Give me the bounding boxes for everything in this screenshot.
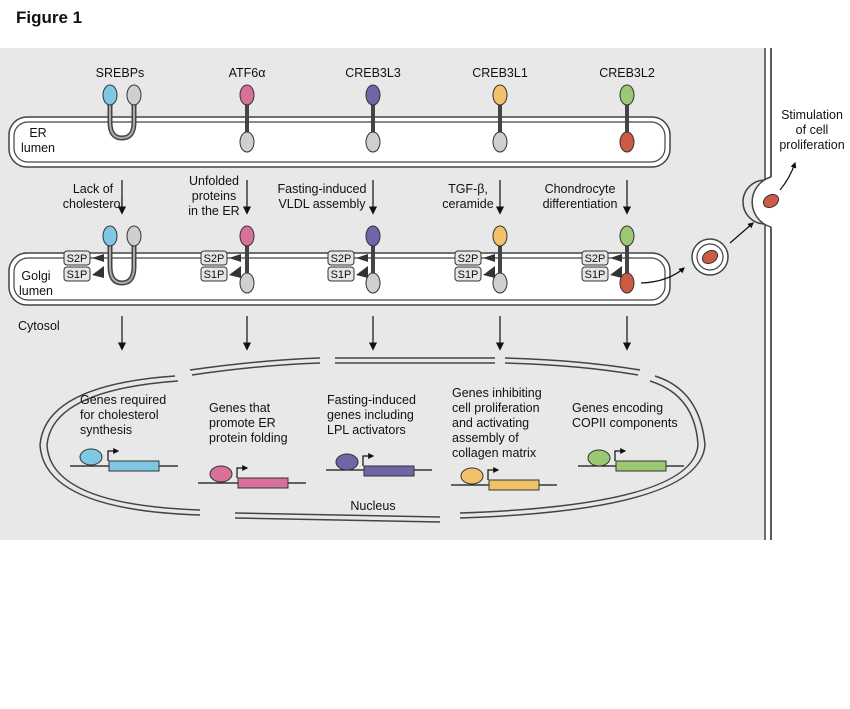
er-label-line1: ER — [29, 126, 46, 140]
protease-pointers — [92, 254, 622, 278]
stimulus-srebps-line1: Lack of — [73, 182, 114, 196]
gene-glyph-creb3l2 — [578, 448, 684, 472]
er-atf6a-protein — [239, 84, 255, 153]
gene-glyph-creb3l1 — [451, 467, 557, 491]
gene-glyph-atf6a — [198, 465, 306, 489]
proliferation-arrow — [779, 161, 797, 191]
s1p-label-creb3l3: S1P — [331, 269, 352, 281]
secretory-vesicle — [691, 238, 729, 276]
genes-atf6a-line1: Genes that — [209, 401, 271, 415]
genes-creb3l1-line1: Genes inhibiting — [452, 386, 542, 400]
genes-creb3l1-line3: and activating — [452, 416, 529, 430]
srebp-cterm-domain — [126, 84, 142, 106]
genes-creb3l1-line2: cell proliferation — [452, 401, 540, 415]
protein-label-srebps: SREBPs — [96, 66, 145, 80]
genes-creb3l3-line2: genes including — [327, 408, 414, 422]
secretion-arrow-1 — [640, 267, 685, 284]
srebp-nterm-domain — [102, 84, 118, 106]
stimulus-atf6a-line1: Unfolded — [189, 174, 239, 188]
figure-title: Figure 1 — [16, 8, 83, 27]
genes-creb3l2-line1: Genes encoding — [572, 401, 663, 415]
outcome-line1: Stimulation — [781, 108, 843, 122]
protein-label-creb3l3: CREB3L3 — [345, 66, 401, 80]
protease-tags — [63, 250, 609, 282]
genes-creb3l3-line1: Fasting-induced — [327, 393, 416, 407]
gene-glyph-creb3l3 — [326, 453, 432, 477]
golgi-label-line2: lumen — [19, 284, 53, 298]
genes-atf6a-line3: protein folding — [209, 431, 288, 445]
golgi-creb3l1-protein — [492, 225, 508, 294]
gene-glyph-srebps — [70, 448, 178, 472]
stimulus-creb3l1-line1: TGF-β, — [448, 182, 488, 196]
s2p-label-creb3l3: S2P — [331, 253, 352, 265]
golgi-srebp-protein — [102, 225, 142, 286]
cytosol-label: Cytosol — [18, 319, 60, 333]
er-label-line2: lumen — [21, 141, 55, 155]
s2p-label-creb3l2: S2P — [585, 253, 606, 265]
er-srebp-protein — [102, 84, 142, 141]
s2p-label-creb3l1: S2P — [458, 253, 479, 265]
s2p-label-atf6a: S2P — [204, 253, 225, 265]
er-to-golgi-arrows — [117, 180, 632, 215]
protein-label-creb3l2: CREB3L2 — [599, 66, 655, 80]
outcome-line2: of cell — [796, 123, 829, 137]
secreted-domain — [762, 193, 780, 209]
stimulus-creb3l3-line1: Fasting-induced — [278, 182, 367, 196]
nuclear-envelope — [39, 357, 706, 523]
genes-creb3l2-line2: COPII components — [572, 416, 678, 430]
golgi-creb3l3-protein — [365, 225, 381, 294]
er-creb3l1-protein — [492, 84, 508, 153]
genes-atf6a-line2: promote ER — [209, 416, 276, 430]
stimulus-creb3l1-line2: ceramide — [442, 197, 493, 211]
s1p-label-srebps: S1P — [67, 269, 88, 281]
s1p-label-atf6a: S1P — [204, 269, 225, 281]
stimulus-atf6a-line3: in the ER — [188, 204, 239, 218]
stimulus-srebps-line2: cholesterol — [63, 197, 123, 211]
protein-label-atf6a: ATF6α — [229, 66, 266, 80]
outcome-line3: proliferation — [779, 138, 844, 152]
genes-creb3l1-line5: collagen matrix — [452, 446, 537, 460]
genes-srebps-line2: for cholesterol — [80, 408, 159, 422]
golgi-creb3l2-protein — [619, 225, 635, 294]
genes-srebps-line1: Genes required — [80, 393, 166, 407]
s2p-label-srebps: S2P — [67, 253, 88, 265]
stimulus-atf6a-line2: proteins — [192, 189, 236, 203]
genes-creb3l1-line4: assembly of — [452, 431, 519, 445]
s1p-label-creb3l2: S1P — [585, 269, 606, 281]
plasma-membrane — [742, 0, 850, 709]
genes-creb3l3-line3: LPL activators — [327, 423, 406, 437]
er-creb3l2-protein — [619, 84, 635, 153]
genes-srebps-line3: synthesis — [80, 423, 132, 437]
secretion-arrow-2 — [729, 222, 754, 244]
golgi-to-nucleus-arrows — [117, 316, 632, 351]
protein-label-creb3l1: CREB3L1 — [472, 66, 528, 80]
stimulus-creb3l2-line1: Chondrocyte — [545, 182, 616, 196]
golgi-atf6a-protein — [239, 225, 255, 294]
stimulus-creb3l3-line2: VLDL assembly — [278, 197, 366, 211]
nucleus-label: Nucleus — [350, 499, 395, 513]
s1p-label-creb3l1: S1P — [458, 269, 479, 281]
er-creb3l3-protein — [365, 84, 381, 153]
stimulus-creb3l2-line2: differentiation — [543, 197, 618, 211]
golgi-label-line1: Golgi — [21, 269, 50, 283]
